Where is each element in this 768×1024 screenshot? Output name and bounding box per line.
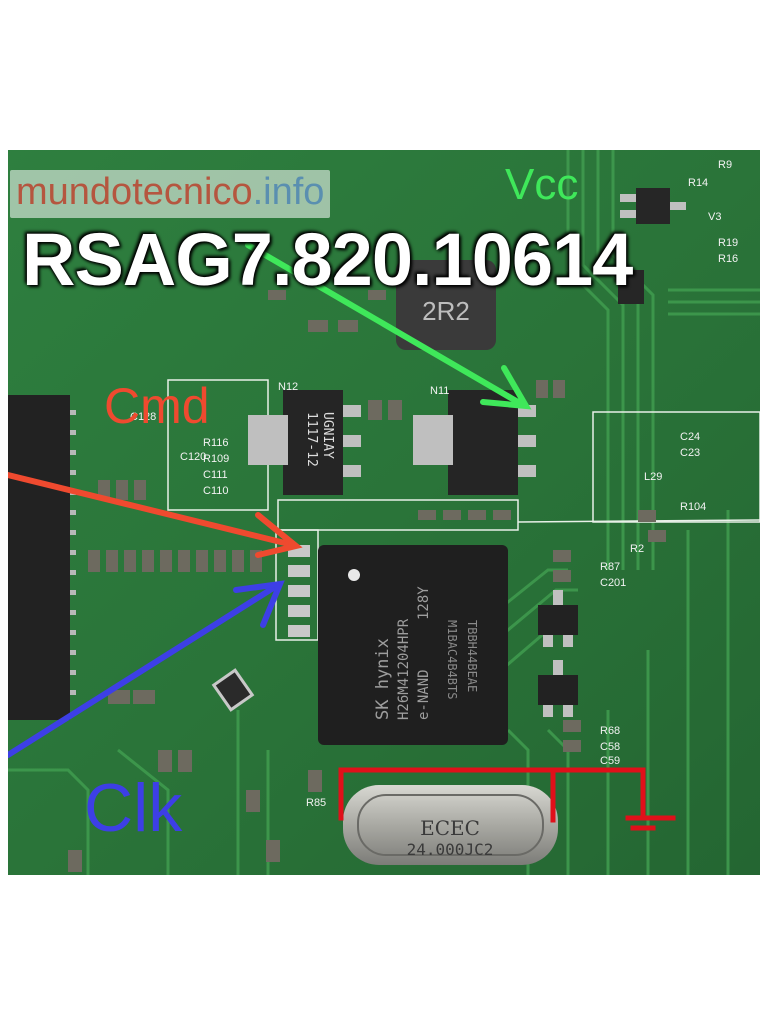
pcb-photo: 2R2 1117-12 UGNIAY xyxy=(8,150,760,875)
label-c128: C128 xyxy=(130,411,156,423)
clk-arrow xyxy=(8,580,285,758)
watermark-tld: .info xyxy=(252,171,325,213)
crystal-brand: ECEC xyxy=(420,816,480,840)
label-c201: C201 xyxy=(600,577,626,589)
label-c110: C110 xyxy=(203,485,228,497)
left-ic xyxy=(8,395,70,720)
label-r109: R109 xyxy=(203,453,229,465)
label-c23: C23 xyxy=(680,447,700,459)
regulator-n11-tab xyxy=(413,415,453,465)
regulator-n12 xyxy=(283,390,343,495)
vcc-label: Vcc xyxy=(505,160,579,209)
watermark: mundotecnico.info xyxy=(10,170,331,218)
crystal xyxy=(343,785,558,865)
left-ic-pins xyxy=(70,410,76,695)
transistor-v10 xyxy=(538,605,578,635)
label-c59: C59 xyxy=(600,755,620,767)
emmc-part: H26M41204HPR xyxy=(396,618,412,720)
label-c120: C120 xyxy=(180,451,206,463)
label-v3: V3 xyxy=(708,211,721,223)
emmc-size: 128Y xyxy=(416,586,432,620)
emmc-pin1-dot xyxy=(348,569,360,581)
label-r116: R116 xyxy=(203,437,228,449)
label-r85: R85 xyxy=(306,797,326,809)
regulator-text-1: 1117-12 xyxy=(304,412,319,467)
label-r19: R19 xyxy=(718,237,738,249)
label-r68: R68 xyxy=(600,725,620,737)
regulator-text-2: UGNIAY xyxy=(320,412,335,459)
silkscreen-labels: N12 N11 L29 R104 R2 V3 R9 R14 R19 R16 R1… xyxy=(130,159,738,809)
emmc-chip xyxy=(318,545,508,745)
label-c24: C24 xyxy=(680,431,700,443)
label-c58: C58 xyxy=(600,741,620,753)
regulator-n12-tab xyxy=(248,415,288,465)
transistor-v4 xyxy=(618,270,644,304)
emmc-lot-2: M1BAC4B4BTS xyxy=(445,620,459,699)
label-r87: R87 xyxy=(600,561,620,573)
emmc-brand: SK hynix xyxy=(373,638,393,720)
board-code-title: RSAG7.820.10614 xyxy=(22,218,633,301)
label-l29: L29 xyxy=(644,471,662,483)
regulator-n11 xyxy=(448,390,518,495)
vcc-arrow xyxy=(245,242,532,410)
emmc-lot-1: TBBH44BEAE xyxy=(465,620,479,692)
clk-label: Clk xyxy=(84,770,183,846)
cmd-arrow xyxy=(8,472,303,558)
label-r104: R104 xyxy=(680,501,706,513)
emmc-type: e-NAND xyxy=(416,669,432,720)
label-c111: C111 xyxy=(203,469,228,481)
label-n11: N11 xyxy=(430,385,449,397)
svg-text:2R2: 2R2 xyxy=(422,296,470,326)
label-r9: R9 xyxy=(718,159,732,171)
label-r16: R16 xyxy=(718,253,738,265)
pcb-drawing: 2R2 1117-12 UGNIAY xyxy=(8,150,760,875)
label-n12: N12 xyxy=(278,381,298,393)
ground-marker xyxy=(338,767,676,831)
crystal-frequency: 24.000JC2 xyxy=(407,840,494,859)
smd-passives xyxy=(68,290,666,872)
transistor-v11 xyxy=(538,675,578,705)
watermark-site: mundotecnico xyxy=(16,171,253,213)
label-r2: R2 xyxy=(630,543,644,555)
cmd-label: Cmd xyxy=(104,378,210,434)
transistor-v3 xyxy=(636,188,670,224)
inductor xyxy=(396,260,496,350)
label-r14: R14 xyxy=(688,177,708,189)
